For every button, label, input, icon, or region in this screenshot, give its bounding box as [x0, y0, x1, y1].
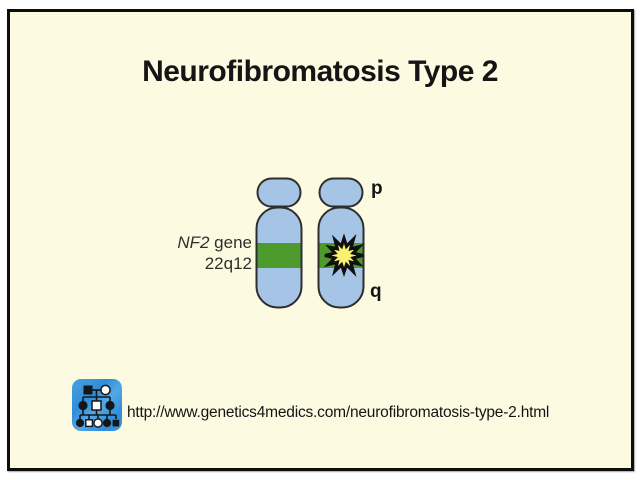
chromosome-diagram [255, 177, 365, 309]
gene-name-line: NF2 gene [146, 232, 252, 253]
p-arm-label: p [371, 178, 383, 199]
chromosome-left [255, 177, 303, 309]
gene-band-left [257, 243, 301, 268]
chromosome-left-p-arm [256, 177, 302, 208]
pedigree-logo-icon [72, 379, 122, 431]
gene-locus: 22q12 [204, 254, 252, 273]
page-title: Neurofibromatosis Type 2 [142, 55, 498, 88]
gene-name: NF2 [177, 233, 210, 252]
chromosome-right-p-arm [318, 177, 364, 208]
gene-word: gene [209, 233, 252, 252]
mutation-starburst-icon [323, 233, 365, 277]
gene-locus-label: NF2 gene 22q12 [146, 232, 252, 274]
chromosome-right [317, 177, 365, 309]
pedigree-chart-icon [75, 384, 120, 428]
source-url-text: http://www.genetics4medics.com/neurofibr… [127, 404, 550, 421]
q-arm-label: q [370, 281, 382, 302]
